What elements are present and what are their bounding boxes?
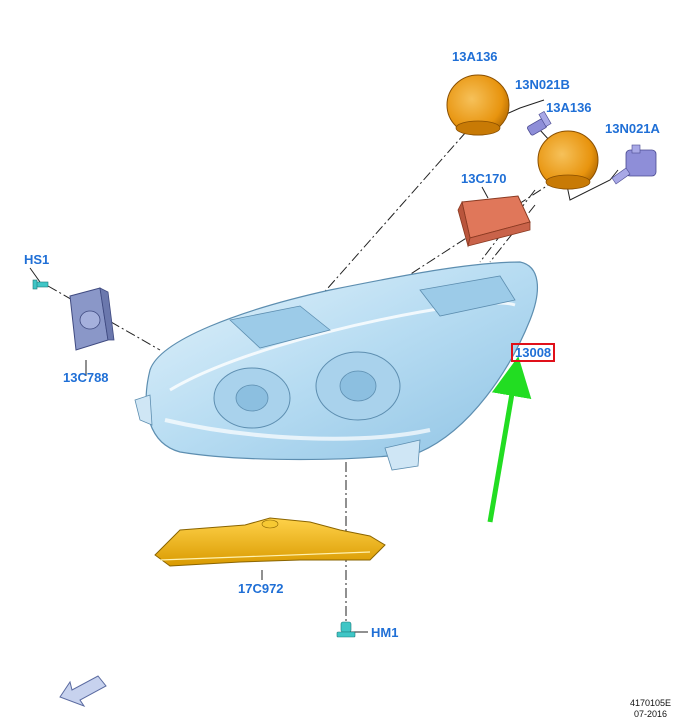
screw-hs1-part[interactable] (32, 279, 49, 290)
screw-hm1-part[interactable] (336, 621, 356, 638)
direction-arrow-icon (59, 675, 107, 708)
highlight-box (511, 343, 555, 362)
label-cap-lower: 13A136 (546, 100, 592, 115)
ballast-part[interactable] (457, 195, 531, 248)
cap-lower-part[interactable] (537, 130, 599, 190)
label-screw-hm1: HM1 (371, 625, 398, 640)
bulb-a-part[interactable] (611, 144, 657, 185)
label-bulb-b: 13N021B (515, 77, 570, 92)
module-part[interactable] (69, 287, 115, 351)
pointer-arrow (487, 356, 532, 523)
headlamp-assembly-part[interactable] (134, 261, 538, 471)
label-screw-hs1: HS1 (24, 252, 49, 267)
bulb-b-part[interactable] (527, 111, 552, 136)
label-module: 13C788 (63, 370, 109, 385)
reference-code: 4170105E (630, 698, 671, 708)
bracket-part[interactable] (154, 517, 386, 567)
label-headlamp: 13008 (515, 345, 551, 360)
label-bulb-a: 13N021A (605, 121, 661, 136)
reference-date: 07-2016 (634, 709, 667, 719)
label-cap-upper: 13A136 (452, 49, 498, 64)
cap-upper-part[interactable] (446, 74, 510, 136)
label-ballast: 13C170 (461, 171, 507, 186)
label-bracket: 17C972 (238, 581, 284, 596)
